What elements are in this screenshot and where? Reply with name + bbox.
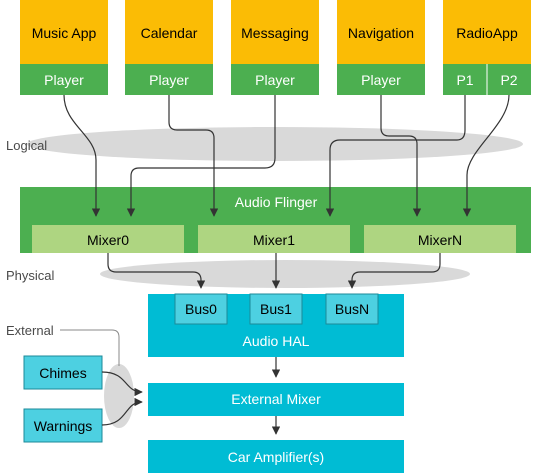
app-messaging: Messaging Player [231,0,319,95]
audio-hal-title: Audio HAL [243,333,310,349]
bus0-box [174,293,228,325]
bus0-label: Bus0 [185,301,217,317]
app-music: Music App Player [20,0,108,95]
app-name: Music App [32,25,97,41]
bus1-label: Bus1 [260,301,292,317]
physical-label: Physical [6,268,55,283]
player-box [337,64,425,95]
logical-label: Logical [6,138,47,153]
chimes-label: Chimes [39,365,86,381]
physical-layer-ellipse [100,260,470,288]
mixer1-label: Mixer1 [253,232,295,248]
busN-label: BusN [335,301,369,317]
calendar-to-mixer1-arrow [168,95,219,217]
app-name: Messaging [241,25,309,41]
external-mixer-box [148,383,404,416]
mixer0-to-bus0-arrow [107,253,206,289]
player-box [231,64,319,95]
navigation-to-mixerN-arrow [380,95,422,217]
chimes-box [23,355,103,390]
player-box-p1 [443,64,487,95]
app-name: RadioApp [456,25,518,41]
player-label: Player [149,72,189,88]
radio-p2-to-mixerN-arrow [462,94,510,217]
mixer1-box [198,225,350,253]
external-mixer-label: External Mixer [231,391,321,407]
player-box-p2 [487,64,531,95]
external-sources-ellipse [104,364,134,428]
warnings-label: Warnings [34,418,93,434]
mixer0-box [32,225,184,253]
audio-flinger-title: Audio Flinger [235,194,318,210]
bus1-box [249,293,303,325]
mixerN-box [364,225,516,253]
mixerN-label: MixerN [418,232,462,248]
player-box [125,64,213,95]
app-navigation: Navigation Player [337,0,425,95]
music-to-mixer0-arrow [63,94,101,217]
messaging-to-mixer0-arrow [126,95,276,217]
chimes-to-external-mixer-arrow [101,371,143,397]
player-box [20,64,108,95]
external-label-pointer [60,329,120,366]
player-label: Player [361,72,401,88]
mixer0-label: Mixer0 [87,232,129,248]
external-label: External [6,323,54,338]
warnings-to-external-mixer-arrow [101,397,143,426]
player-label: Player [44,72,84,88]
warnings-box [23,408,103,443]
app-name: Calendar [141,25,198,41]
app-name: Navigation [348,25,414,41]
radio-p1-to-mixer1-arrow [325,95,466,217]
car-amplifier-box [148,440,404,473]
car-amplifier-label: Car Amplifier(s) [228,449,324,465]
player-label-p2: P2 [500,72,517,88]
busN-box [325,293,379,325]
player-label-p1: P1 [456,72,473,88]
player-label: Player [255,72,295,88]
app-radio: RadioApp P1 P2 [443,0,531,95]
mixerN-to-busN-arrow [347,253,441,289]
app-calendar: Calendar Player [125,0,213,95]
